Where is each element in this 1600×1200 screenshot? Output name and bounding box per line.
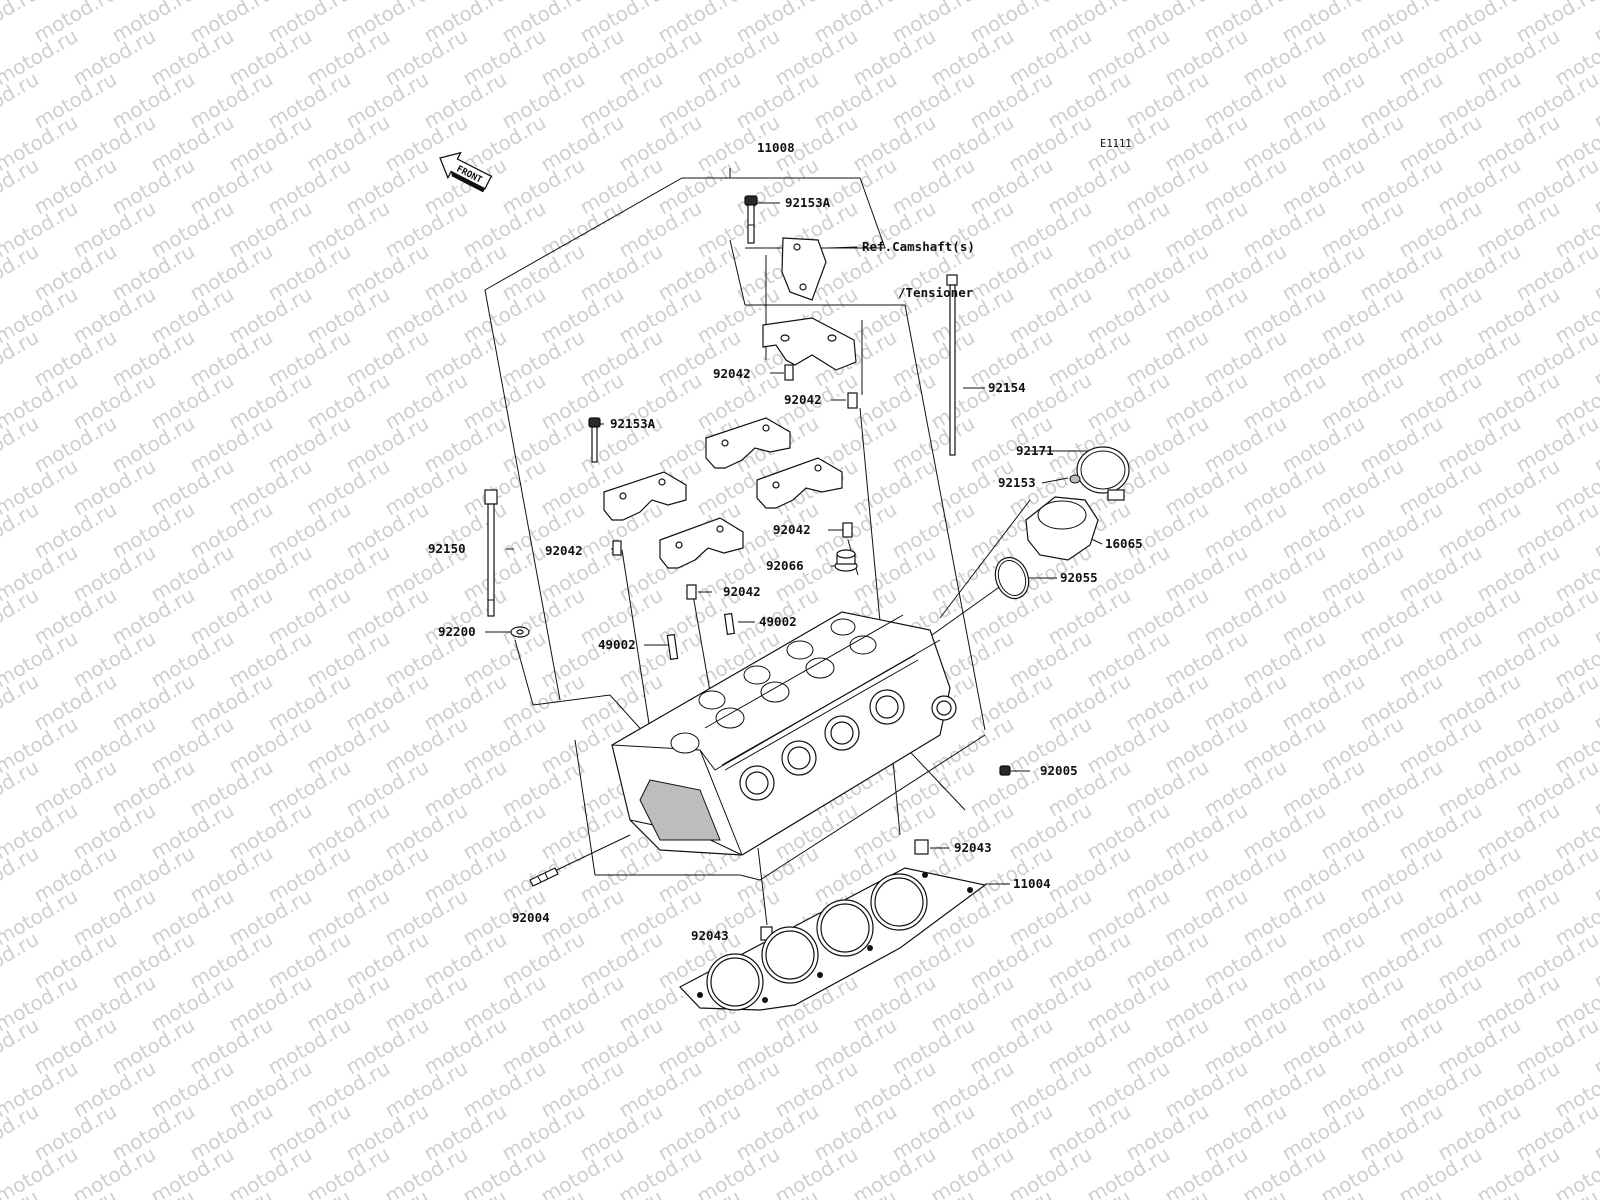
dowel-92042-d bbox=[842, 522, 853, 538]
stud-92004 bbox=[529, 867, 559, 887]
dowel-92042-b bbox=[847, 392, 858, 409]
label-92043-b: 92043 bbox=[691, 928, 729, 943]
label-49002-a: 49002 bbox=[759, 614, 797, 629]
screw-92153 bbox=[1069, 474, 1081, 484]
dowel-92042-e bbox=[686, 584, 697, 600]
plug-92005 bbox=[999, 765, 1011, 776]
cam-cap-3 bbox=[659, 517, 744, 569]
label-ref-camshaft: Ref.Camshaft(s) bbox=[862, 239, 975, 254]
stud-92150 bbox=[484, 489, 498, 617]
bolt-92153A-mid bbox=[588, 417, 601, 463]
cam-cap-2 bbox=[705, 417, 791, 469]
label-92043-a: 92043 bbox=[954, 840, 992, 855]
cam-cap-4 bbox=[756, 457, 843, 509]
label-92042-a: 92042 bbox=[713, 366, 751, 381]
dowel-92042-a bbox=[784, 364, 794, 381]
guide-49002-b bbox=[666, 633, 679, 660]
washer-92200-hole bbox=[516, 629, 524, 635]
oring-92055 bbox=[994, 556, 1030, 600]
cylinder-head bbox=[611, 611, 957, 856]
plug-92066 bbox=[834, 549, 858, 572]
cam-cap-top bbox=[762, 317, 857, 371]
label-92153A-top: 92153A bbox=[785, 195, 831, 210]
gasket-11004 bbox=[679, 867, 987, 1011]
label-92005: 92005 bbox=[1040, 763, 1078, 778]
bolt-92154 bbox=[946, 274, 958, 456]
label-92004: 92004 bbox=[512, 910, 550, 925]
dowel-92043-a bbox=[914, 839, 929, 855]
bolt-92153A-top bbox=[744, 195, 758, 244]
clamp-92171 bbox=[1076, 446, 1130, 501]
label-92066: 92066 bbox=[766, 558, 804, 573]
front-arrow-icon: FRONT bbox=[439, 151, 493, 193]
label-92153A-mid: 92153A bbox=[610, 416, 656, 431]
label-16065: 16065 bbox=[1105, 536, 1143, 551]
part-labels: 11008 92153A Ref.Camshaft(s) /Tensioner … bbox=[428, 140, 1143, 943]
label-49002-b: 49002 bbox=[598, 637, 636, 652]
label-92200: 92200 bbox=[438, 624, 476, 639]
holder-16065 bbox=[1025, 496, 1099, 561]
label-92150: 92150 bbox=[428, 541, 466, 556]
assembly-outline bbox=[484, 168, 986, 881]
label-92042-b: 92042 bbox=[784, 392, 822, 407]
cam-cap-1 bbox=[603, 471, 687, 521]
tensioner-bracket bbox=[781, 237, 827, 301]
guide-49002-a bbox=[723, 612, 736, 635]
parts bbox=[484, 195, 1130, 1011]
label-92154: 92154 bbox=[988, 380, 1026, 395]
dowel-92042-c bbox=[612, 540, 622, 556]
label-92153: 92153 bbox=[998, 475, 1036, 490]
label-92055: 92055 bbox=[1060, 570, 1098, 585]
watermark-text: motod.ru bbox=[1590, 0, 1600, 47]
label-11008: 11008 bbox=[757, 140, 795, 155]
label-92042-e: 92042 bbox=[723, 584, 761, 599]
label-92042-c: 92042 bbox=[545, 543, 583, 558]
label-11004: 11004 bbox=[1013, 876, 1051, 891]
label-92042-d: 92042 bbox=[773, 522, 811, 537]
label-92171: 92171 bbox=[1016, 443, 1054, 458]
label-ref-tensioner: /Tensioner bbox=[898, 285, 974, 300]
diagram-code: E1111 bbox=[1100, 138, 1132, 150]
